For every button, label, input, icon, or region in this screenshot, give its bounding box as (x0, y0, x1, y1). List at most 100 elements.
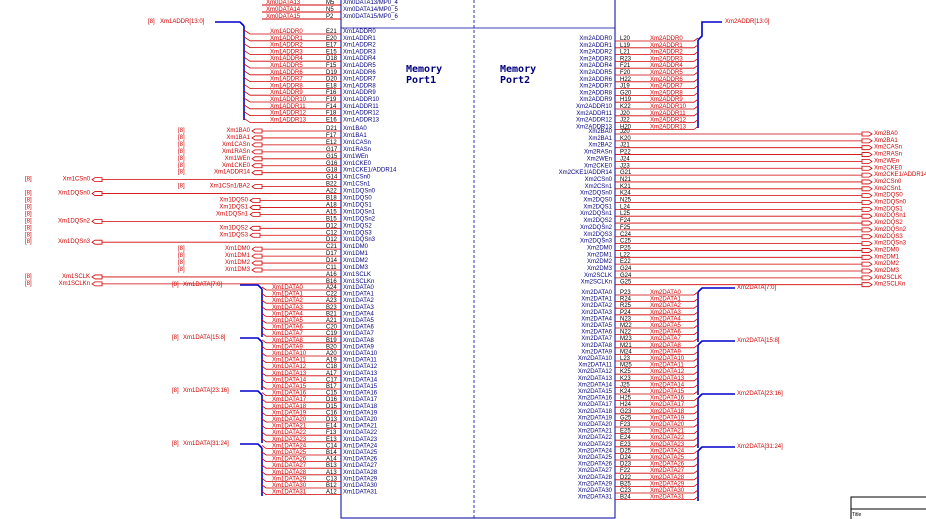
pinnum-left-ctrl-8: B22 (326, 182, 337, 188)
pinnum-left-ctrl-11: A18 (326, 202, 337, 208)
wire-left-addr-0 (243, 29, 341, 35)
net-xm1data8: Xm1DATA8 (272, 338, 303, 344)
pin-xm1addr9: Xm1ADDR9 (343, 90, 376, 96)
pin-xm2addr10: Xm2ADDR10 (576, 104, 613, 110)
pinnum-right-data-30: C23 (620, 488, 632, 494)
net-xm1dqs1: Xm1DQS1 (219, 204, 248, 210)
pinnum-left-addr-0: E21 (326, 29, 337, 35)
pinnum-left-addr-12: F18 (326, 111, 337, 117)
wire-left-data-17 (261, 398, 341, 403)
net-xm1addr4: Xm1ADDR4 (270, 56, 303, 62)
pinnum-right-data-23: E23 (620, 442, 631, 448)
net-xm1addr1: Xm1ADDR1 (270, 36, 303, 42)
pinnum-left-ctrl-17: C21 (326, 244, 338, 250)
port-right-xm2dm3 (861, 268, 873, 274)
pinnum-right-addr-7: J19 (620, 84, 630, 90)
pin-xm2addr2: Xm2ADDR2 (579, 50, 612, 56)
net-xm1addr6: Xm1ADDR6 (270, 70, 303, 76)
pinnum-right-ctrl-16: C25 (620, 239, 632, 245)
pinnum-right-ctrl-22: G25 (620, 280, 632, 286)
pin-xm2data13: Xm2DATA13 (578, 376, 613, 382)
net-xm1cke0: Xm1CKE0 (222, 163, 251, 169)
port-right-xm2ba0 (861, 131, 873, 137)
pinnum-right-ctrl-5: J23 (620, 163, 630, 169)
net-xm1addr3: Xm1ADDR3 (270, 49, 303, 55)
pinnum-right-addr-11: J20 (620, 111, 630, 117)
net-xm2addr12: Xm2ADDR12 (650, 118, 687, 124)
net-xm2data20: Xm2DATA20 (650, 422, 685, 428)
pinnum-right-data-16: H25 (620, 396, 632, 402)
pinnum-left-ctrl-21: A16 (326, 272, 337, 278)
pinnum-left-top-1: N5 (326, 7, 334, 13)
pinnum-right-ctrl-12: L25 (620, 211, 631, 217)
pin-xm1addr2: Xm1ADDR2 (343, 43, 376, 49)
net-xm2addr9: Xm2ADDR9 (650, 97, 683, 103)
net-xm1addr11: Xm1ADDR11 (270, 104, 306, 110)
pinnum-left-top-2: P2 (326, 14, 334, 20)
port-left-xm1wen (251, 156, 263, 162)
net-xm2data10: Xm2DATA10 (650, 356, 685, 362)
tag-left-xm1sclkn: [8] (25, 281, 32, 287)
pin-xm2addr11: Xm2ADDR11 (576, 111, 612, 117)
pin-xm2data29: Xm2DATA29 (578, 481, 613, 487)
port-right-xm2sclkn (861, 282, 873, 288)
pinnum-left-data-19: C16 (326, 410, 338, 416)
tag-left-xm1sclk: [8] (25, 274, 32, 280)
net-xm2data7: Xm2DATA7 (650, 336, 681, 342)
net-xm1dm1: Xm1DM1 (225, 253, 251, 259)
pin-xm1data30: Xm1DATA30 (343, 483, 378, 489)
pin-xm1data9: Xm1DATA9 (343, 344, 374, 350)
pinnum-right-data-18: G23 (620, 409, 632, 415)
pin-xm2addr0: Xm2ADDR0 (579, 36, 612, 42)
pin-xm1data15: Xm1DATA15 (343, 384, 378, 390)
pinnum-right-data-11: M25 (620, 363, 632, 369)
pin-xm2dqs1: Xm2DQS1 (583, 204, 612, 210)
net-xm1data19: Xm1DATA19 (272, 410, 307, 416)
pinnum-left-data-30: B12 (326, 483, 337, 489)
pin-xm1data17: Xm1DATA17 (343, 397, 378, 403)
pinnum-right-data-13: K23 (620, 376, 631, 382)
wire-right-data-24 (615, 450, 699, 454)
pin-xm1addr13: Xm1ADDR13 (343, 117, 380, 123)
pinnum-left-data-29: C13 (326, 476, 338, 482)
net-xm2dqs2: Xm2DQS2 (874, 220, 903, 226)
pin-xm1addr12: Xm1ADDR12 (343, 111, 380, 117)
pinnum-left-data-0: A24 (326, 285, 337, 291)
pin-xm1data19: Xm1DATA19 (343, 410, 378, 416)
net-xm1addr10: Xm1ADDR10 (270, 97, 307, 103)
pin-xm1data18: Xm1DATA18 (343, 404, 378, 410)
title-block-label: Title (852, 512, 861, 518)
net-xm1sclk: Xm1SCLK (62, 274, 90, 280)
bus-name-right-data-1: Xm2DATA[15:8] (737, 338, 780, 344)
net-xm1data29: Xm1DATA29 (272, 476, 307, 482)
wire-left-data-11 (261, 359, 341, 364)
port-right-xm2dm2 (861, 261, 873, 267)
bus-left-data-1 (240, 337, 263, 343)
pinnum-left-addr-10: F19 (326, 97, 337, 103)
pin-xm2csn0: Xm2CSn0 (585, 177, 613, 183)
bus-name-left-addr: Xm1ADDR[13:0] (160, 19, 205, 25)
net-xm2data15: Xm2DATA15 (650, 389, 685, 395)
pinnum-right-data-22: E24 (620, 435, 631, 441)
pinnum-left-ctrl-9: A22 (326, 189, 337, 195)
net-xm2data18: Xm2DATA18 (650, 409, 685, 415)
net-xm2data8: Xm2DATA8 (650, 343, 681, 349)
pinnum-left-addr-1: E20 (326, 36, 337, 42)
pin-xm1data23: Xm1DATA23 (343, 437, 378, 443)
bus-name-right-data-0: Xm2DATA[7:0] (737, 285, 776, 291)
pinnum-right-data-7: M23 (620, 336, 632, 342)
pin-xm2dm3: Xm2DM3 (587, 266, 613, 272)
pinnum-right-data-24: D25 (620, 448, 632, 454)
pin-xm1data1: Xm1DATA1 (343, 292, 374, 298)
bus-name-right-addr: Xm2ADDR[13:0] (725, 19, 770, 25)
pin-xm1dm2: Xm1DM2 (343, 258, 369, 264)
net-xm1addr2: Xm1ADDR2 (270, 43, 303, 49)
pin-xm1addr5: Xm1ADDR5 (343, 63, 376, 69)
pinnum-left-addr-11: F14 (326, 104, 337, 110)
net-xm1data26: Xm1DATA26 (272, 457, 307, 463)
pin-xm1addr4: Xm1ADDR4 (343, 56, 376, 62)
net-xm0data15: Xm0DATA15 (266, 14, 301, 20)
wire-left-addr-12 (243, 111, 341, 116)
pinnum-right-data-3: P24 (620, 310, 631, 316)
net-xm2cke1-addr14: Xm2CKE1/ADDR14 (874, 172, 926, 178)
